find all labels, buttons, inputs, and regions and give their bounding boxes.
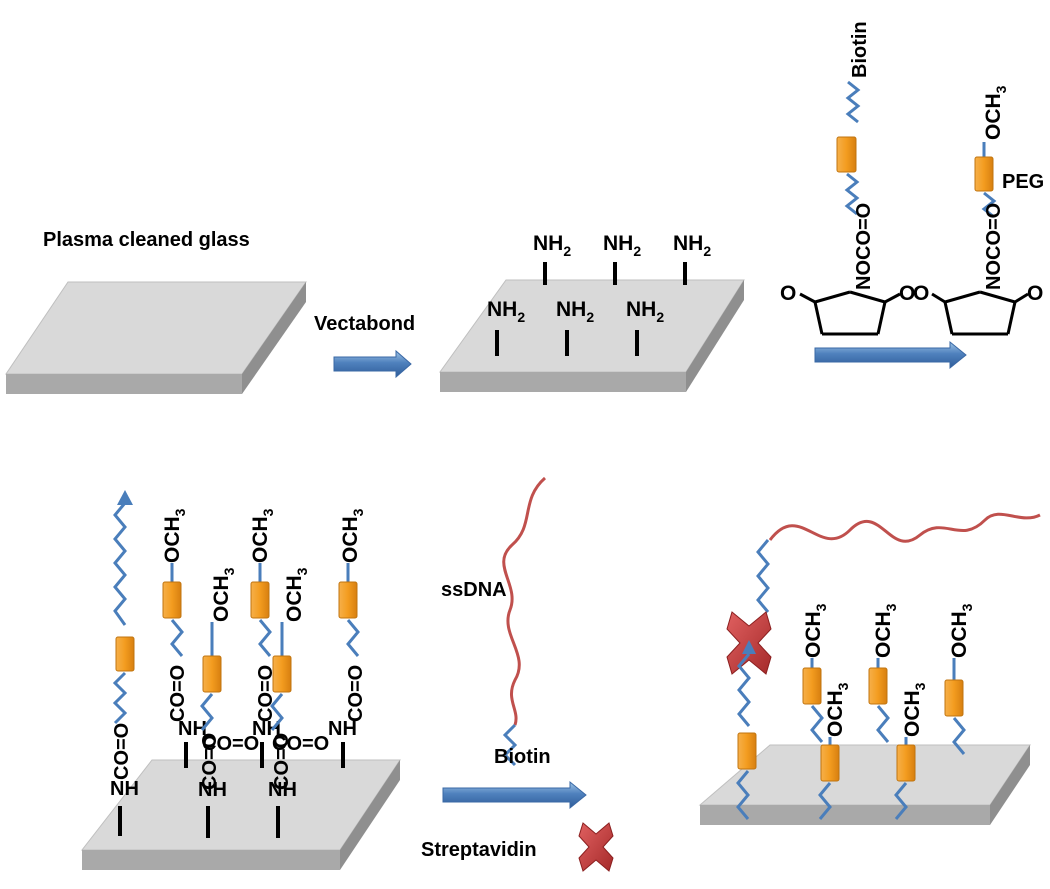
biotin-peg-chain: CO=O NH: [110, 490, 139, 836]
ester-linker-label: NOCO=O: [983, 203, 1005, 290]
amine-group: NH2: [487, 298, 525, 356]
streptavidin-label: Streptavidin: [421, 839, 537, 861]
svg-text:OCH3: OCH3: [901, 682, 928, 737]
biotin-label: Biotin: [494, 746, 551, 768]
svg-text:NH: NH: [198, 779, 227, 801]
svg-text:NH: NH: [178, 718, 207, 740]
ester-linker-label: NOCO=O: [853, 203, 875, 290]
svg-text:NH: NH: [328, 718, 357, 740]
svg-text:CO=O: CO=O: [111, 723, 133, 780]
methoxy-peg-chain: OCH3: [818, 682, 851, 820]
methoxy-peg-chain: OCH3 CO=O NH: [268, 567, 310, 838]
svg-text:OCH3: OCH3: [824, 682, 851, 737]
amine-group: NH2: [603, 232, 641, 285]
amine-group: NH2: [626, 298, 664, 356]
streptavidin-icon: [578, 822, 614, 872]
svg-text:NH2: NH2: [603, 232, 641, 259]
svg-text:NH2: NH2: [533, 232, 571, 259]
methoxy-peg-chain: OCH3 CO=O NH: [249, 508, 281, 768]
svg-text:NH: NH: [268, 779, 297, 801]
ssdna-label: ssDNA: [441, 579, 507, 601]
svg-text:NH2: NH2: [626, 298, 664, 325]
methoxy-peg-nhs-reagent: OCH3 PEG NOCO=O O O: [913, 85, 1044, 336]
svg-text:CO=O: CO=O: [202, 733, 259, 755]
nhs-ring: [931, 290, 1029, 336]
plasma-cleaned-glass-label: Plasma cleaned glass: [43, 229, 250, 251]
svg-text:OCH3: OCH3: [872, 603, 899, 658]
methoxy-peg-chain: OCH3: [894, 682, 928, 820]
peg-label: PEG: [1002, 171, 1044, 193]
svg-text:CO=O: CO=O: [345, 665, 367, 722]
svg-text:NH2: NH2: [673, 232, 711, 259]
methoxy-peg-chain: OCH3 CO=O NH: [161, 508, 207, 768]
final-glass-slide: [698, 744, 1031, 825]
svg-text:CO=O: CO=O: [272, 733, 329, 755]
amine-group: NH2: [673, 232, 711, 285]
svg-text:OCH3: OCH3: [161, 508, 188, 563]
svg-text:OCH3: OCH3: [249, 508, 276, 563]
methoxy-peg-chain: OCH3: [944, 603, 975, 755]
amine-group: NH2: [533, 232, 571, 285]
svg-text:CO=O: CO=O: [167, 665, 189, 722]
svg-text:OCH3: OCH3: [339, 508, 366, 563]
pegylated-glass-slide: [80, 759, 401, 870]
svg-text:OCH3: OCH3: [210, 567, 237, 622]
amine-group: NH2: [556, 298, 594, 356]
svg-text:OCH3: OCH3: [802, 603, 829, 658]
biotin-label: Biotin: [849, 21, 871, 78]
svg-text:CO=O: CO=O: [199, 733, 221, 790]
biotin-peg-nhs-reagent: Biotin NOCO=O O O: [780, 21, 915, 336]
pegylation-arrow: [814, 340, 967, 370]
svg-text:NH: NH: [252, 718, 281, 740]
svg-text:NH2: NH2: [556, 298, 594, 325]
vectabond-label: Vectabond: [314, 313, 415, 335]
svg-text:O: O: [913, 282, 929, 305]
binding-arrow: [442, 780, 587, 810]
plasma-cleaned-glass-slide: [5, 281, 307, 394]
nhs-ring: [799, 290, 901, 336]
methoxy-peg-chain: OCH3: [802, 603, 829, 743]
aminated-glass-slide: [439, 279, 745, 392]
svg-text:OCH3: OCH3: [948, 603, 975, 658]
svg-text:OCH3: OCH3: [982, 85, 1009, 140]
methoxy-peg-chain: OCH3: [868, 603, 899, 743]
immobilized-ssdna: [756, 512, 1041, 613]
svg-text:NH: NH: [110, 778, 139, 800]
methoxy-peg-chain: OCH3 CO=O NH: [198, 567, 237, 838]
svg-text:O: O: [899, 282, 915, 305]
ssdna-strand: [502, 476, 547, 767]
biotin-peg-chain: [736, 640, 757, 820]
methoxy-peg-chain: OCH3 CO=O NH: [328, 508, 367, 768]
svg-text:OCH3: OCH3: [283, 567, 310, 622]
svg-text:O: O: [1027, 282, 1043, 305]
svg-text:O: O: [780, 282, 796, 305]
vectabond-arrow: [333, 349, 412, 379]
svg-text:NH2: NH2: [487, 298, 525, 325]
svg-text:CO=O: CO=O: [271, 733, 293, 790]
